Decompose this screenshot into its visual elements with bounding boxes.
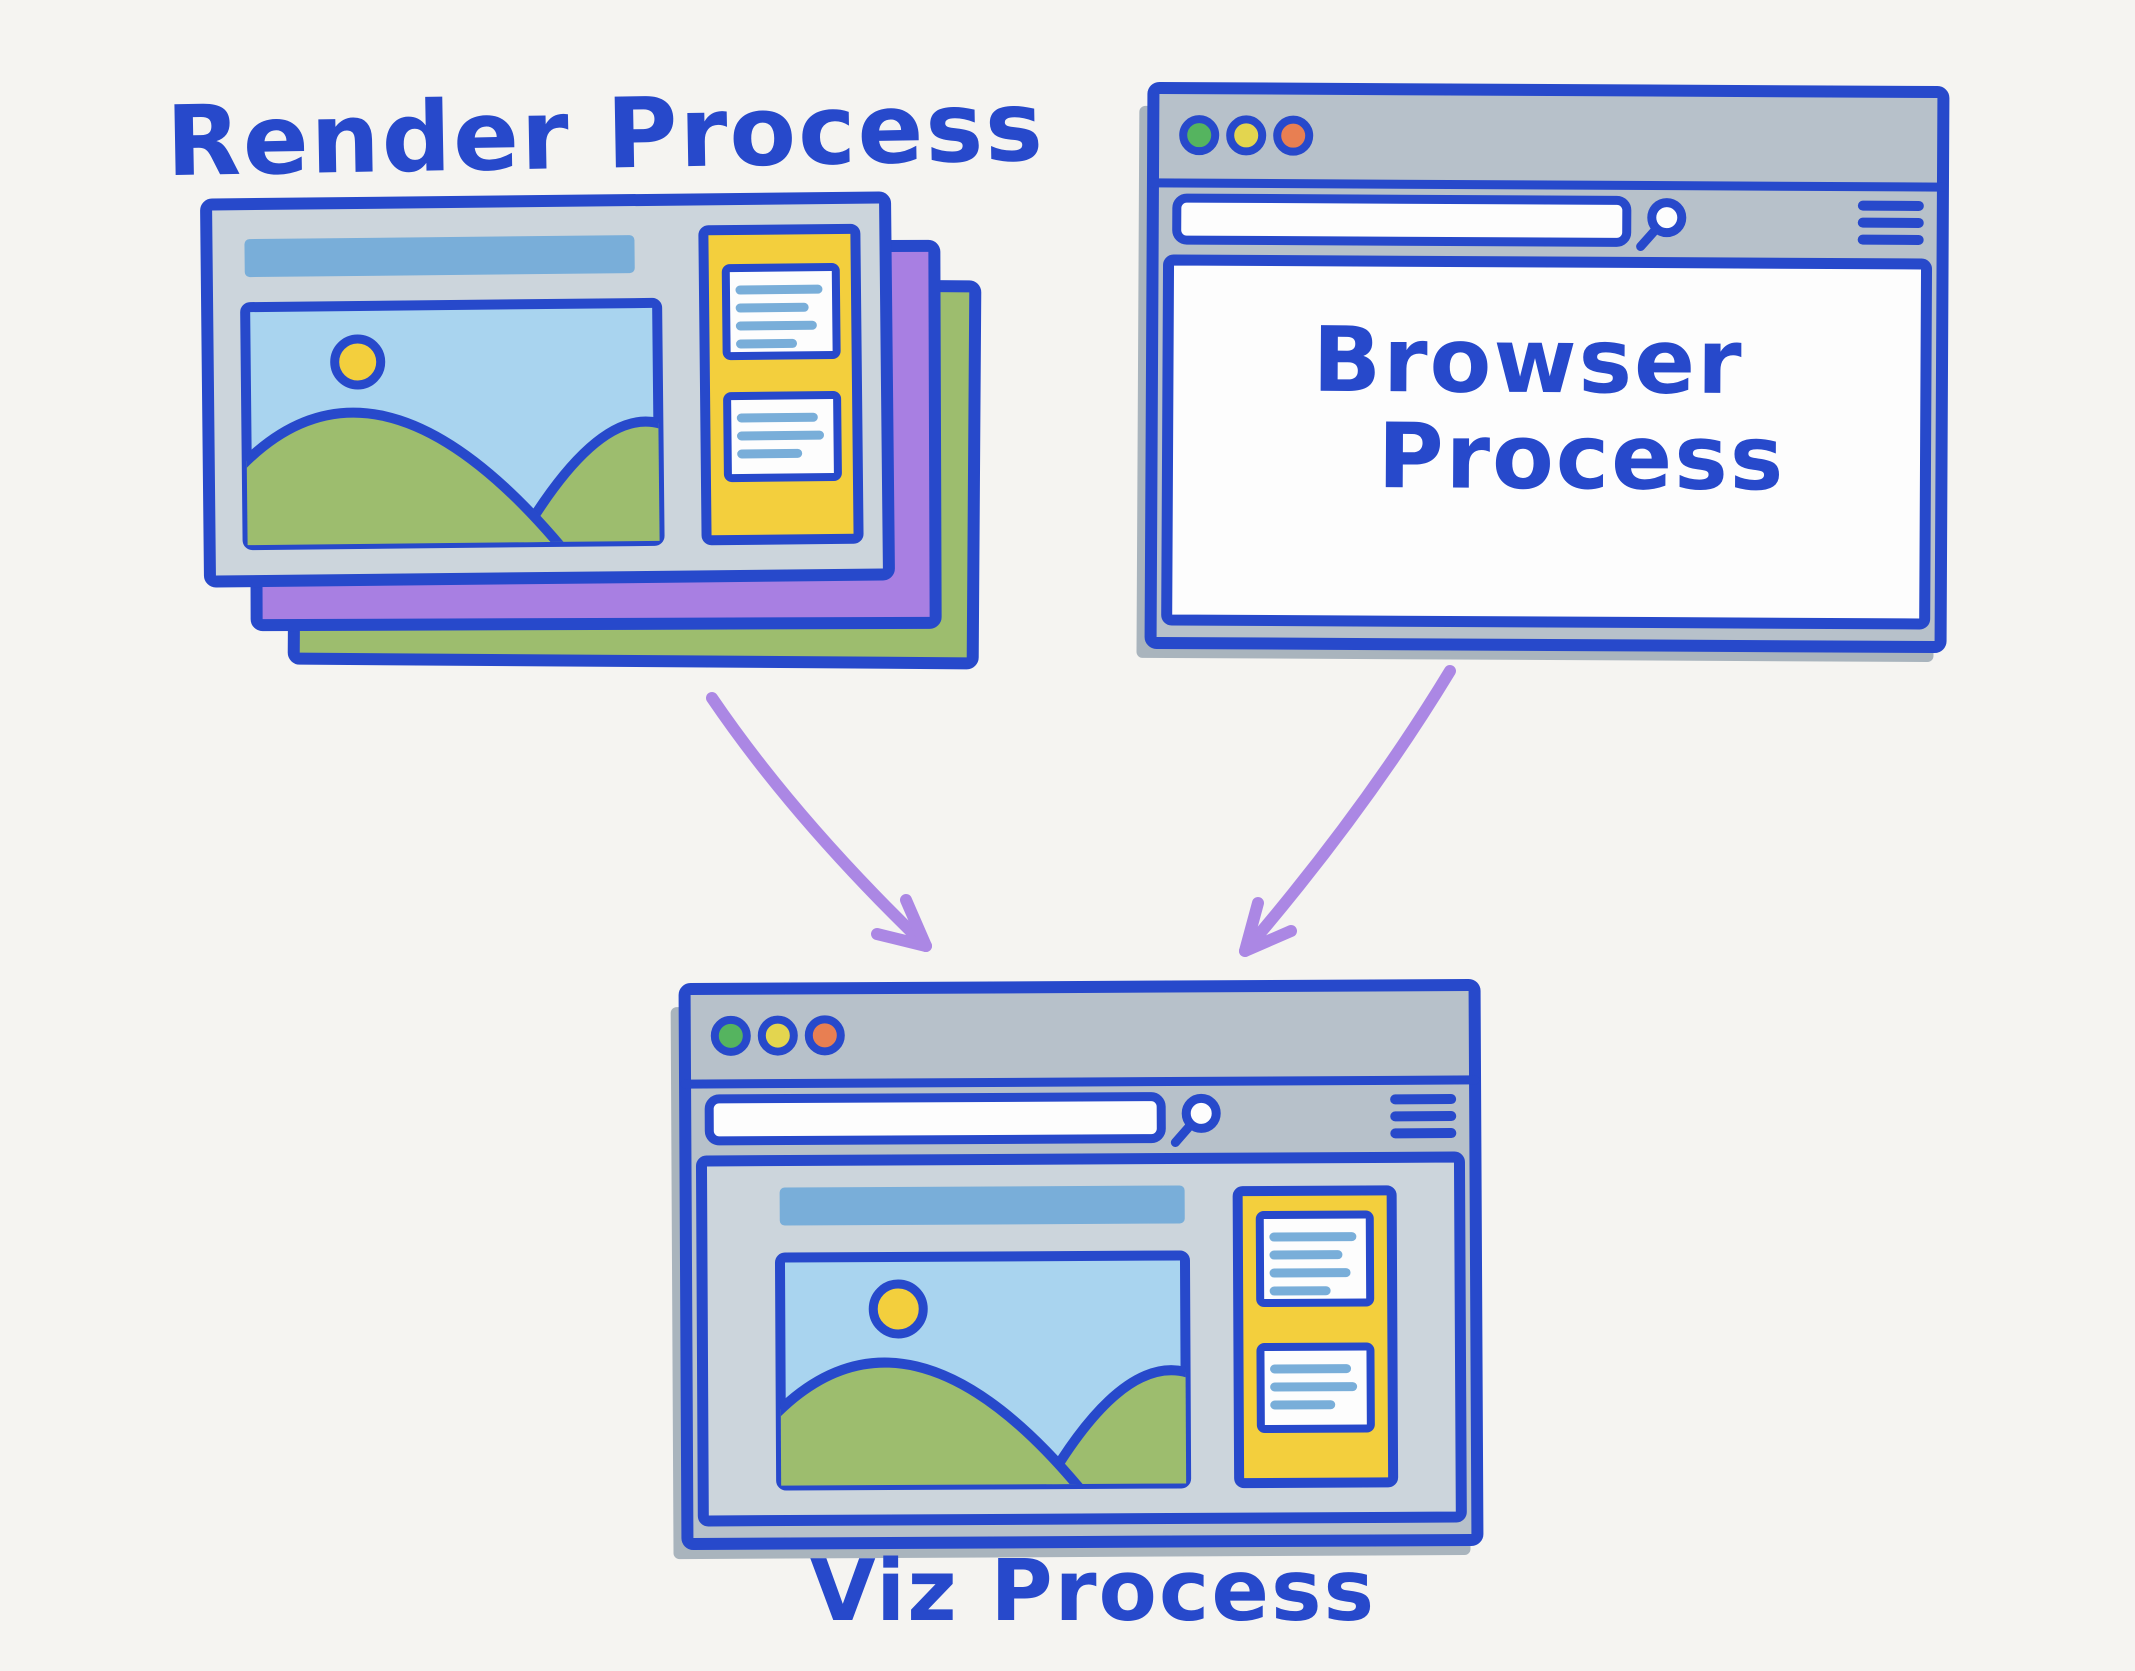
url-bar <box>1172 193 1632 247</box>
hill-left <box>245 407 569 546</box>
viz-process-node: Viz Process <box>670 978 1484 1641</box>
text-line <box>737 448 803 459</box>
traffic-light-dots <box>1179 115 1314 156</box>
menu-icon <box>1390 1094 1457 1139</box>
text-line <box>737 430 824 441</box>
note-text-lines <box>735 284 823 349</box>
text-line <box>736 412 818 423</box>
arrowhead <box>1239 897 1297 957</box>
url-bar <box>704 1092 1166 1146</box>
page-card-front <box>200 191 895 588</box>
sun-icon <box>330 334 386 390</box>
browser-process-label-line2: Process <box>1377 404 1785 511</box>
titlebar-divider <box>680 1075 1480 1089</box>
search-icon <box>1170 1093 1221 1148</box>
note-text-lines <box>736 412 824 459</box>
traffic-light-dots <box>710 1015 845 1056</box>
window-dot-green <box>1179 115 1220 156</box>
browser-process-node: Browser Process <box>1136 81 1950 662</box>
viz-window-group <box>670 978 1484 1560</box>
search-icon-lens <box>1181 1093 1221 1133</box>
arrow-shaft <box>706 692 932 952</box>
search-icon-handle <box>1170 1120 1195 1148</box>
hills-illustration <box>245 407 660 546</box>
page-header-bar <box>244 235 635 278</box>
note-text-lines <box>1270 1364 1358 1410</box>
text-line <box>735 302 809 313</box>
flow-arrows <box>706 665 1456 957</box>
search-icon-lens <box>1647 198 1687 238</box>
search-icon <box>1636 198 1687 251</box>
hill-right <box>1032 1365 1187 1486</box>
window-dot-orange <box>1273 115 1314 156</box>
window-dot-yellow <box>757 1015 798 1056</box>
arrow-shaft <box>1239 665 1456 957</box>
browser-content-area <box>1161 254 1933 630</box>
arrow-render-to-viz <box>706 692 932 952</box>
menu-icon <box>1857 200 1924 245</box>
arrow-browser-to-viz <box>1239 665 1456 957</box>
render-process-label: Render Process <box>165 70 1046 198</box>
hills-illustration <box>779 1357 1187 1486</box>
page-header-bar <box>779 1185 1185 1226</box>
note-text-lines <box>1269 1232 1357 1296</box>
hill-right <box>508 416 660 546</box>
window-dot-yellow <box>1226 115 1267 156</box>
titlebar-divider <box>1148 178 1948 192</box>
search-icon-handle <box>1636 225 1661 251</box>
render-page-stack <box>200 191 982 670</box>
text-line <box>735 320 817 331</box>
render-process-node: Render Process <box>165 70 1046 670</box>
text-line <box>735 284 823 295</box>
window-dot-green <box>710 1015 751 1056</box>
sun-icon <box>868 1279 928 1339</box>
viz-process-label: Viz Process <box>810 1542 1376 1641</box>
browser-process-label: Browser <box>1312 308 1743 415</box>
arrowhead <box>871 894 932 952</box>
hill-left <box>779 1357 1095 1486</box>
text-line <box>736 338 798 349</box>
window-dot-orange <box>804 1015 845 1056</box>
